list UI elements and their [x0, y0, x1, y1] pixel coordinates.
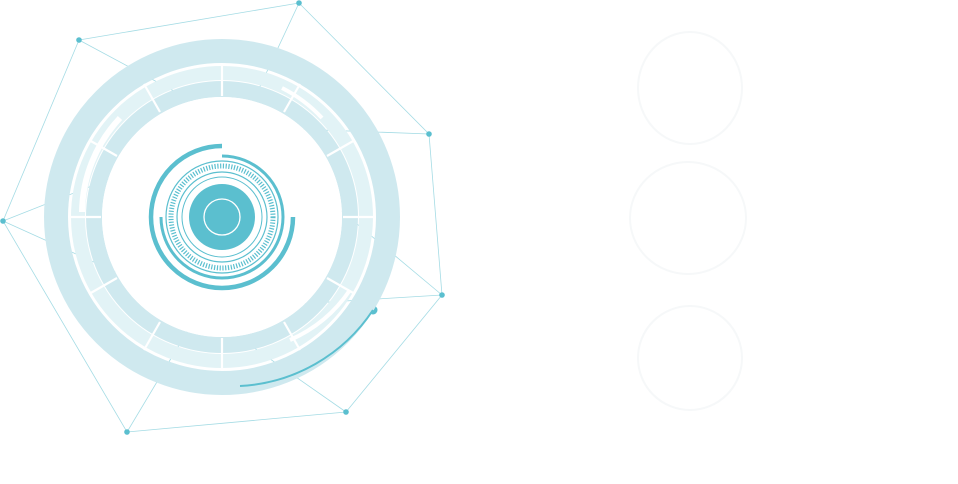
network-node: [0, 218, 6, 224]
network-node: [426, 131, 432, 137]
network-node: [296, 0, 302, 6]
network-node: [343, 409, 349, 415]
network-node: [124, 429, 130, 435]
tech-circle-target-icon: [44, 39, 400, 395]
network-node: [439, 292, 445, 298]
faint-number-8-icon: [629, 31, 747, 411]
network-node: [76, 37, 82, 43]
